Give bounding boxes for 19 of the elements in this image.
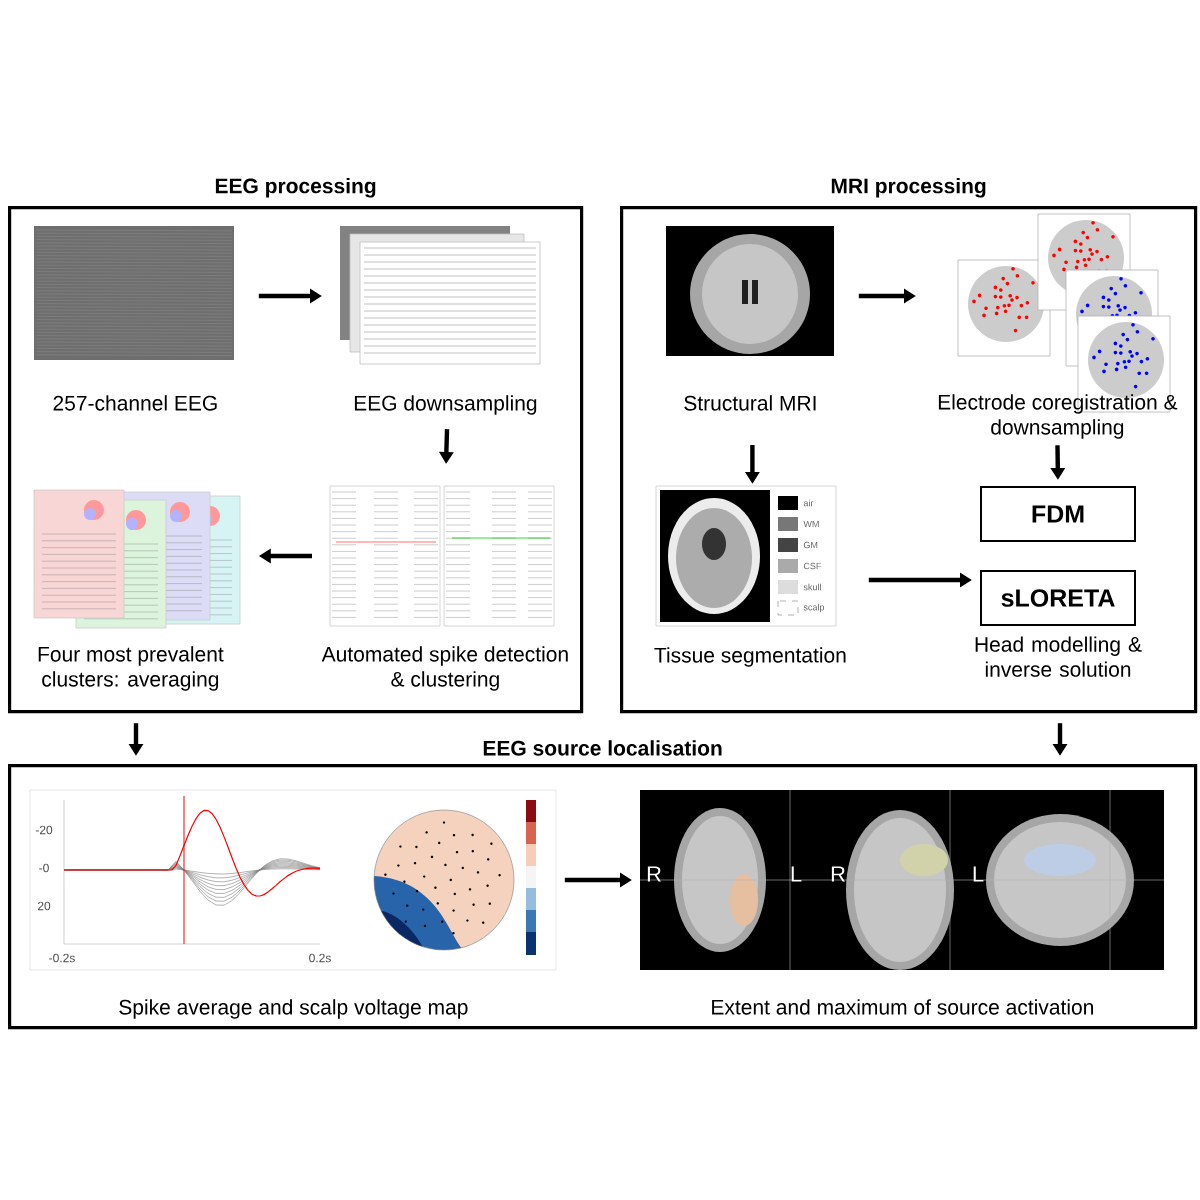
node-label: EEG source localisation bbox=[483, 740, 722, 756]
caption-text: Head modelling & inverse solution bbox=[975, 636, 1142, 677]
orientation-label: L bbox=[791, 866, 802, 882]
caption-text: Structural MRI bbox=[684, 395, 816, 411]
caption-text: Extent and maximum of source activation bbox=[712, 999, 1093, 1015]
node-label: MRI processing bbox=[831, 177, 986, 198]
orientation-label: R bbox=[647, 866, 661, 882]
method-box: FDM bbox=[980, 486, 1136, 542]
caption-text: Automated spike detection & clustering bbox=[321, 646, 568, 691]
caption-text: Four most prevalent clusters: averaging bbox=[38, 646, 224, 691]
caption-text: 257-channel EEG bbox=[53, 395, 217, 411]
node-label: EEG processing bbox=[215, 177, 376, 198]
caption-text: Spike average and scalp voltage map bbox=[119, 999, 468, 1019]
caption-text: EEG downsampling bbox=[354, 395, 537, 415]
method-box: sLORETA bbox=[980, 570, 1136, 626]
orientation-label: R bbox=[831, 866, 845, 882]
caption-text: Electrode coregistration & downsampling bbox=[938, 394, 1178, 439]
orientation-label: L bbox=[973, 866, 984, 882]
caption-text: Tissue segmentation bbox=[654, 647, 846, 667]
